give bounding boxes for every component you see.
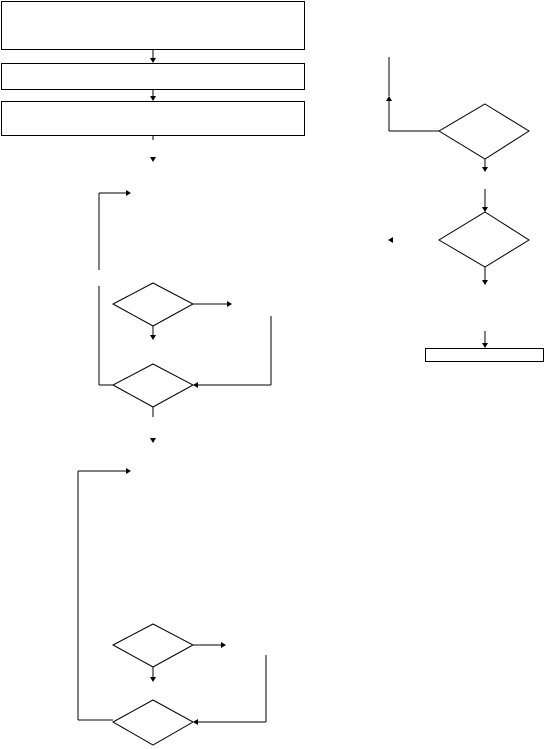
diamond6-down-arrowhead — [482, 280, 488, 285]
arrowhead-box1-box2 — [150, 58, 156, 63]
right-top-up-arrowhead — [386, 96, 392, 101]
arrowhead-below-diamond2 — [150, 438, 156, 443]
diamond3-down-arrowhead — [150, 677, 156, 682]
right-left-arrowhead — [388, 237, 393, 243]
diamond5-down-arrowhead — [482, 167, 488, 172]
flowchart-box-3 — [1, 101, 305, 136]
flowchart-diamond-2 — [111, 363, 195, 408]
flowchart-diamond-4 — [111, 699, 195, 746]
loop1-right-return-arrowhead — [193, 382, 198, 388]
arrowhead-box2-box3 — [150, 96, 156, 101]
diamond1-right-arrowhead — [227, 301, 232, 307]
flowchart-diamond-5 — [438, 103, 530, 160]
diamond1-down-arrowhead — [150, 335, 156, 340]
loop2-arrowhead — [126, 468, 131, 474]
flowchart-diamond-1 — [111, 282, 195, 327]
final-in-arrowhead — [482, 343, 488, 348]
diamond3-right-arrowhead — [221, 642, 226, 648]
flowchart-diamond-6 — [438, 211, 530, 268]
flowchart-box-final — [425, 348, 544, 362]
flowchart-box-2 — [1, 63, 305, 90]
arrowhead-below-box3 — [150, 157, 156, 162]
flowchart-diamond-3 — [111, 623, 195, 668]
loop2-right-return-arrowhead — [193, 719, 198, 725]
diamond6-in-arrowhead — [482, 207, 488, 212]
flowchart-box-1 — [1, 1, 305, 50]
loop1-arrowhead — [126, 190, 131, 196]
